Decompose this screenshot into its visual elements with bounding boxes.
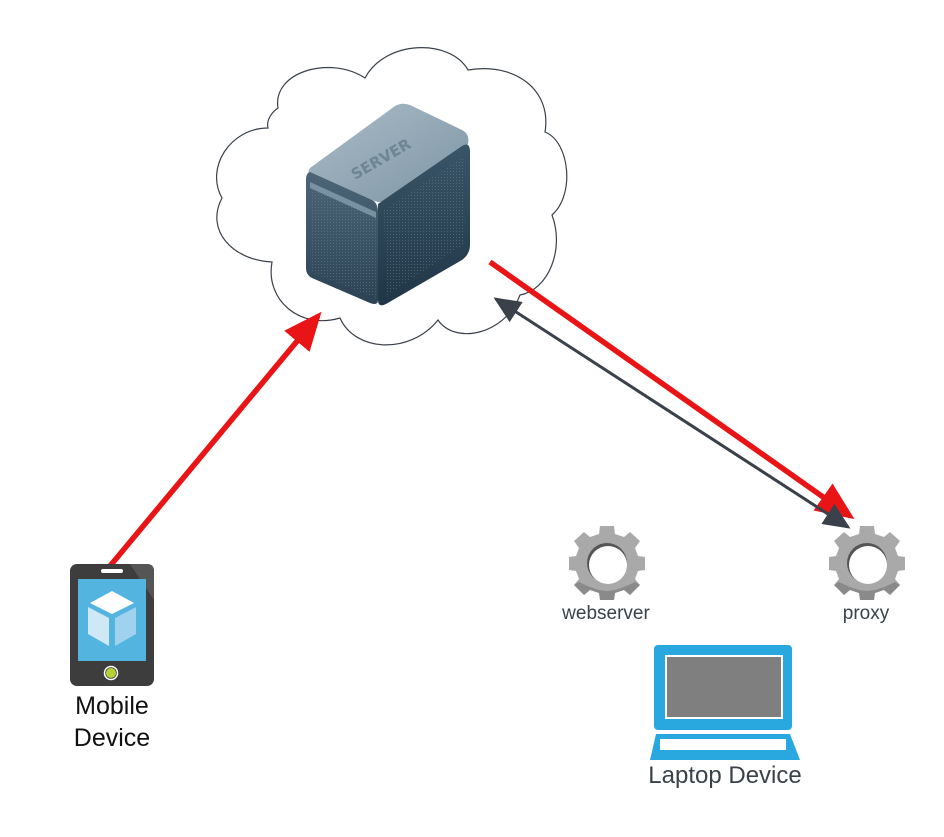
gear-icon[interactable] [829,526,905,600]
proxy-label: proxy [842,603,890,624]
edge-proxy-server-bidirectional[interactable] [493,297,851,529]
mobile-phone-icon[interactable] [70,564,154,686]
server-icon: SERVER [306,103,470,306]
edge-server-to-proxy[interactable] [488,259,855,520]
laptop-icon[interactable] [650,645,800,760]
gear-icon[interactable] [569,526,645,600]
laptop-device-label: Laptop Device [648,762,802,789]
edge-mobile-to-server[interactable] [107,311,322,568]
webserver-label: webserver [562,603,650,624]
mobile-label-line2: Device [73,724,151,752]
mobile-label-line1: Mobile [75,692,149,720]
edges [107,259,855,568]
mobile-device-label: Mobile Device [52,690,172,754]
